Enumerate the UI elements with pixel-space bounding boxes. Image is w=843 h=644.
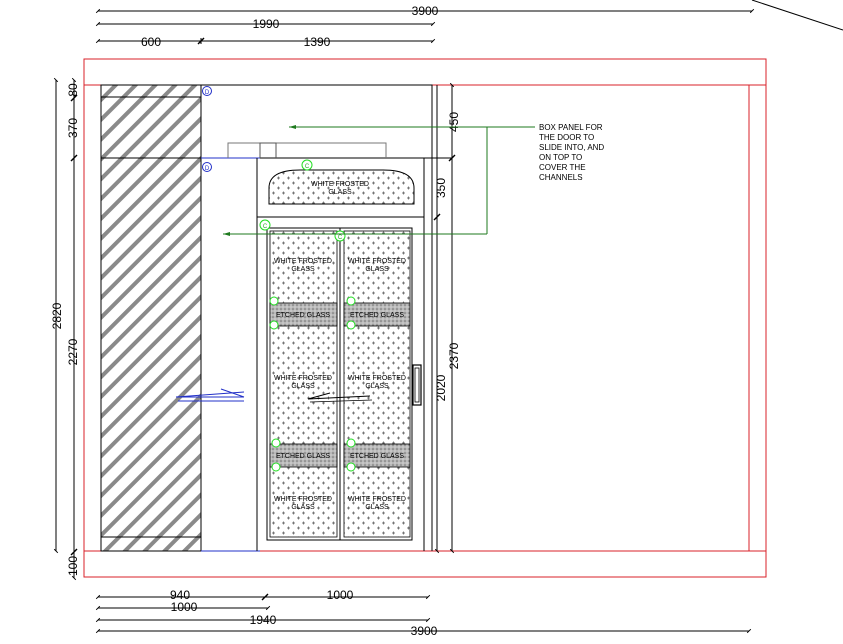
marker-band-dots <box>269 296 356 472</box>
svg-text:D: D <box>205 166 210 172</box>
dim-bottom-1000b: 1000 <box>327 588 354 602</box>
door-leaves <box>266 227 422 541</box>
panel-label-r3-a: WHITE FROSTED <box>348 496 406 503</box>
marker-c-frame: C <box>259 219 271 231</box>
marker-d-top: D <box>202 86 212 96</box>
dim-left-80: 80 <box>66 83 80 97</box>
note-line-3: SLIDE INTO, AND <box>539 143 604 152</box>
dim-bottom-total: 3900 <box>411 624 438 638</box>
dim-top-1390: 1390 <box>304 35 331 49</box>
panel-label-r3-b: GLASS <box>365 504 389 511</box>
dim-left-100: 100 <box>66 556 80 576</box>
panel-label-l2-a: WHITE FROSTED <box>274 375 332 382</box>
dim-bottom-940: 940 <box>170 588 190 602</box>
panel-label-l1-a: WHITE FROSTED <box>274 258 332 265</box>
panel-label-r1-b: GLASS <box>365 266 389 273</box>
slide-arrows <box>175 388 373 403</box>
svg-text:C: C <box>338 235 343 241</box>
dim-right-450: 450 <box>447 112 461 132</box>
etched-label-l2: ETCHED GLASS <box>276 453 330 460</box>
dim-left-2820: 2820 <box>50 302 64 329</box>
note-line-4: ON TOP TO <box>539 153 582 162</box>
arch-label-line2: GLASS <box>328 189 352 196</box>
etched-label-r1: ETCHED GLASS <box>350 312 404 319</box>
dim-bottom-1940: 1940 <box>250 613 277 627</box>
note-line-2: THE DOOR TO <box>539 133 594 142</box>
dim-right-2020: 2020 <box>434 374 448 401</box>
panel-label-r2-a: WHITE FROSTED <box>348 375 406 382</box>
marker-c-leaf: C <box>334 230 346 242</box>
leader-lines <box>223 125 535 236</box>
dim-top-600: 600 <box>141 35 161 49</box>
hatched-wall <box>100 84 202 552</box>
etched-label-r2: ETCHED GLASS <box>350 453 404 460</box>
svg-text:D: D <box>205 90 210 96</box>
svg-text:C: C <box>305 164 310 170</box>
corner-line <box>751 0 843 31</box>
bottom-dimensions: 940 1000 1000 1940 3900 <box>95 588 752 638</box>
box-panel <box>200 84 433 552</box>
note-line-6: CHANNELS <box>539 173 583 182</box>
box-panel-note: BOX PANEL FOR THE DOOR TO SLIDE INTO, AN… <box>539 123 604 182</box>
left-dimensions: 2820 80 370 2270 100 <box>50 77 80 581</box>
panel-label-l3-a: WHITE FROSTED <box>274 496 332 503</box>
arch-window: WHITE FROSTED GLASS <box>268 169 415 205</box>
marker-d-mid: D <box>202 162 212 172</box>
dim-right-350: 350 <box>434 178 448 198</box>
door-frame <box>256 85 452 551</box>
dim-bottom-1000a: 1000 <box>171 600 198 614</box>
dim-left-370: 370 <box>66 118 80 138</box>
panel-label-r1-a: WHITE FROSTED <box>348 258 406 265</box>
panel-labels: WHITE FROSTED GLASS WHITE FROSTED GLASS … <box>274 258 406 511</box>
dim-top-total: 3900 <box>412 4 439 18</box>
etched-label-l1: ETCHED GLASS <box>276 312 330 319</box>
panel-label-r2-b: GLASS <box>365 383 389 390</box>
arch-label-line1: WHITE FROSTED <box>311 181 369 188</box>
svg-text:C: C <box>263 224 268 230</box>
dim-right-2370: 2370 <box>447 342 461 369</box>
panel-label-l3-b: GLASS <box>291 504 315 511</box>
panel-label-l1-b: GLASS <box>291 266 315 273</box>
top-dimensions: 3900 1990 600 1390 <box>95 4 755 49</box>
note-line-5: COVER THE <box>539 163 586 172</box>
note-line-1: BOX PANEL FOR <box>539 123 603 132</box>
dim-left-2270: 2270 <box>66 338 80 365</box>
markers: D D C C C <box>202 86 356 472</box>
right-dimensions: 2020 450 350 2370 <box>433 82 461 554</box>
dim-top-1990: 1990 <box>253 17 280 31</box>
panel-label-l2-b: GLASS <box>291 383 315 390</box>
marker-c-arch: C <box>301 159 313 171</box>
